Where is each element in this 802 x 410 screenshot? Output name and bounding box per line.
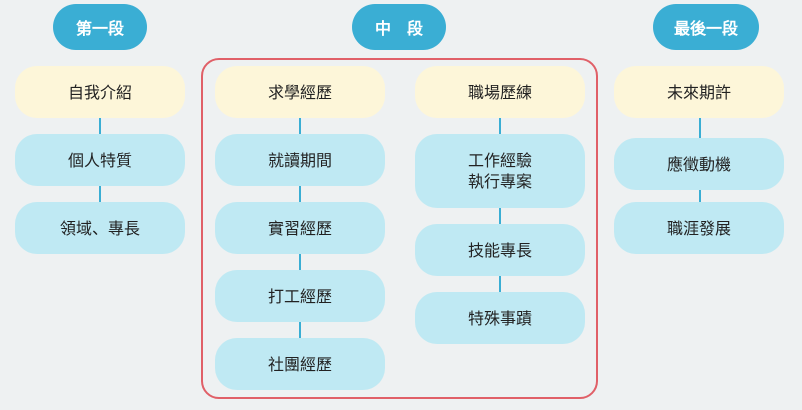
stage-header-first: 第一段	[53, 4, 147, 50]
stage-header-middle: 中 段	[352, 4, 446, 50]
connector-line	[299, 322, 301, 338]
connector-line	[499, 208, 501, 224]
node-club-activities: 社團經歷	[215, 338, 385, 390]
node-work-experience: 職場歷練	[415, 66, 585, 118]
connector-line	[99, 186, 101, 202]
node-work-projects: 工作經驗 執行專案	[415, 134, 585, 208]
connector-line	[499, 118, 501, 134]
node-internship: 實習經歷	[215, 202, 385, 254]
node-future-expectations: 未來期許	[614, 66, 784, 118]
node-personal-traits: 個人特質	[15, 134, 185, 186]
connector-line	[299, 118, 301, 134]
node-study-history: 求學經歷	[215, 66, 385, 118]
node-skills: 技能專長	[415, 224, 585, 276]
connector-line	[499, 276, 501, 292]
node-career-development: 職涯發展	[614, 202, 784, 254]
stage-header-last: 最後一段	[653, 4, 759, 50]
node-achievements: 特殊事蹟	[415, 292, 585, 344]
node-application-motivation: 應徵動機	[614, 138, 784, 190]
connector-line	[699, 190, 701, 202]
node-field-expertise: 領域、專長	[15, 202, 185, 254]
connector-line	[99, 118, 101, 134]
node-self-intro: 自我介紹	[15, 66, 185, 118]
connector-line	[699, 118, 701, 138]
connector-line	[299, 254, 301, 270]
connector-line	[299, 186, 301, 202]
node-part-time-job: 打工經歷	[215, 270, 385, 322]
middle-section-frame	[201, 58, 598, 399]
node-study-period: 就讀期間	[215, 134, 385, 186]
